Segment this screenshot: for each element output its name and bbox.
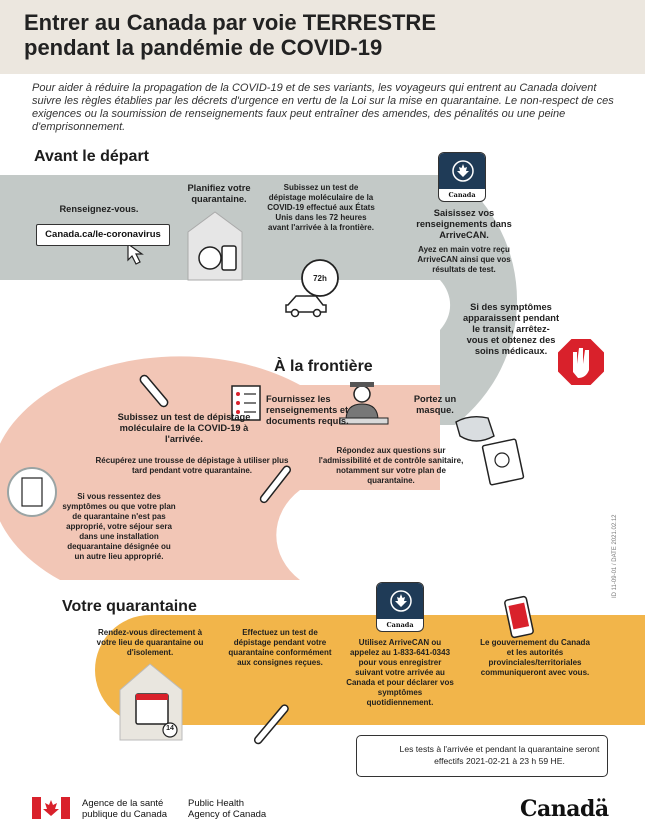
section-before-title: Avant le départ <box>34 148 149 165</box>
pre-test-text: Subissez un test de dépistage moléculair… <box>267 183 375 232</box>
url-link[interactable]: Canada.ca/le-coronavirus <box>36 224 170 246</box>
maple-leaf-icon <box>452 160 474 182</box>
officer-icon <box>339 382 389 425</box>
mask-icon <box>455 415 495 442</box>
agency-name-fr: Agence de la santé publique du Canada <box>82 798 168 820</box>
test-tube-icon <box>139 374 169 408</box>
arrival-test-text: Subissez un test de dépistage moléculair… <box>117 412 251 444</box>
facility-text: Si vous ressentez des symptômes ou que v… <box>62 492 176 561</box>
arrivecan-app-icon[interactable]: Canada <box>438 152 486 202</box>
arrivecan-note: Ayez en main votre reçu ArriveCAN ainsi … <box>417 245 511 274</box>
gov-contact-text: Le gouvernement du Canada et les autorit… <box>480 638 590 677</box>
transit-symptoms-text: Si des symptômes apparaissent pendant le… <box>462 302 560 356</box>
arrivecan-text: Saisissez vos renseignements dans Arrive… <box>416 208 512 240</box>
checklist-icon <box>231 385 261 421</box>
passport-icon <box>481 438 525 486</box>
quarantine-arrivecan-text: Utilisez ArriveCAN ou appelez au 1-833-6… <box>346 638 454 707</box>
car-icon <box>285 295 327 318</box>
maple-leaf-icon <box>390 590 412 612</box>
plan-text: Planifiez votre quarantaine. <box>187 183 251 204</box>
home-test-swab-icon <box>253 704 289 745</box>
clock-icon <box>301 259 339 297</box>
document-id: ID 11-09-01 / DATE 2021.02.12 <box>612 514 618 599</box>
effective-date-note: Les tests à l'arrivée et pendant la quar… <box>356 735 608 777</box>
intro-paragraph: Pour aider à réduire la propagation de l… <box>32 82 614 133</box>
calendar-day: 14 <box>166 725 174 732</box>
arrivecan-quarantine-icon[interactable]: Canada <box>376 582 424 632</box>
go-quarantine-text: Rendez-vous directement à votre lieu de … <box>96 628 204 657</box>
header-banner <box>0 0 645 74</box>
house-icon <box>187 211 243 281</box>
screening-questions-text: Répondez aux questions sur l'admissibili… <box>318 446 464 485</box>
inform-text: Renseignez-vous. <box>59 204 139 214</box>
test-kit-text: Récupérez une trousse de dépistage à uti… <box>95 456 289 475</box>
mask-text: Portez un masque. <box>413 394 457 415</box>
phone-icon <box>504 595 534 639</box>
facility-icon <box>7 467 57 517</box>
agency-name-en: Public Health Agency of Canada <box>188 798 267 820</box>
band-quarantine <box>95 615 645 725</box>
quarantine-test-text: Effectuez un test de dépistage pendant v… <box>228 628 332 667</box>
canada-flag-icon <box>32 797 70 819</box>
page-title: Entrer au Canada par voie TERRESTRE pend… <box>24 10 436 60</box>
cursor-hand-icon <box>127 242 144 265</box>
section-quarantine-title: Votre quarantaine <box>62 598 197 615</box>
hours-label: 72h <box>313 274 327 283</box>
stop-icon <box>556 337 606 387</box>
provide-docs-text: Fournissez les renseignements et documen… <box>266 394 349 426</box>
canada-wordmark: Canadä <box>520 796 609 822</box>
swab-icon <box>259 465 292 504</box>
section-border-title: À la frontière <box>274 358 373 375</box>
calendar-icon <box>119 663 183 741</box>
